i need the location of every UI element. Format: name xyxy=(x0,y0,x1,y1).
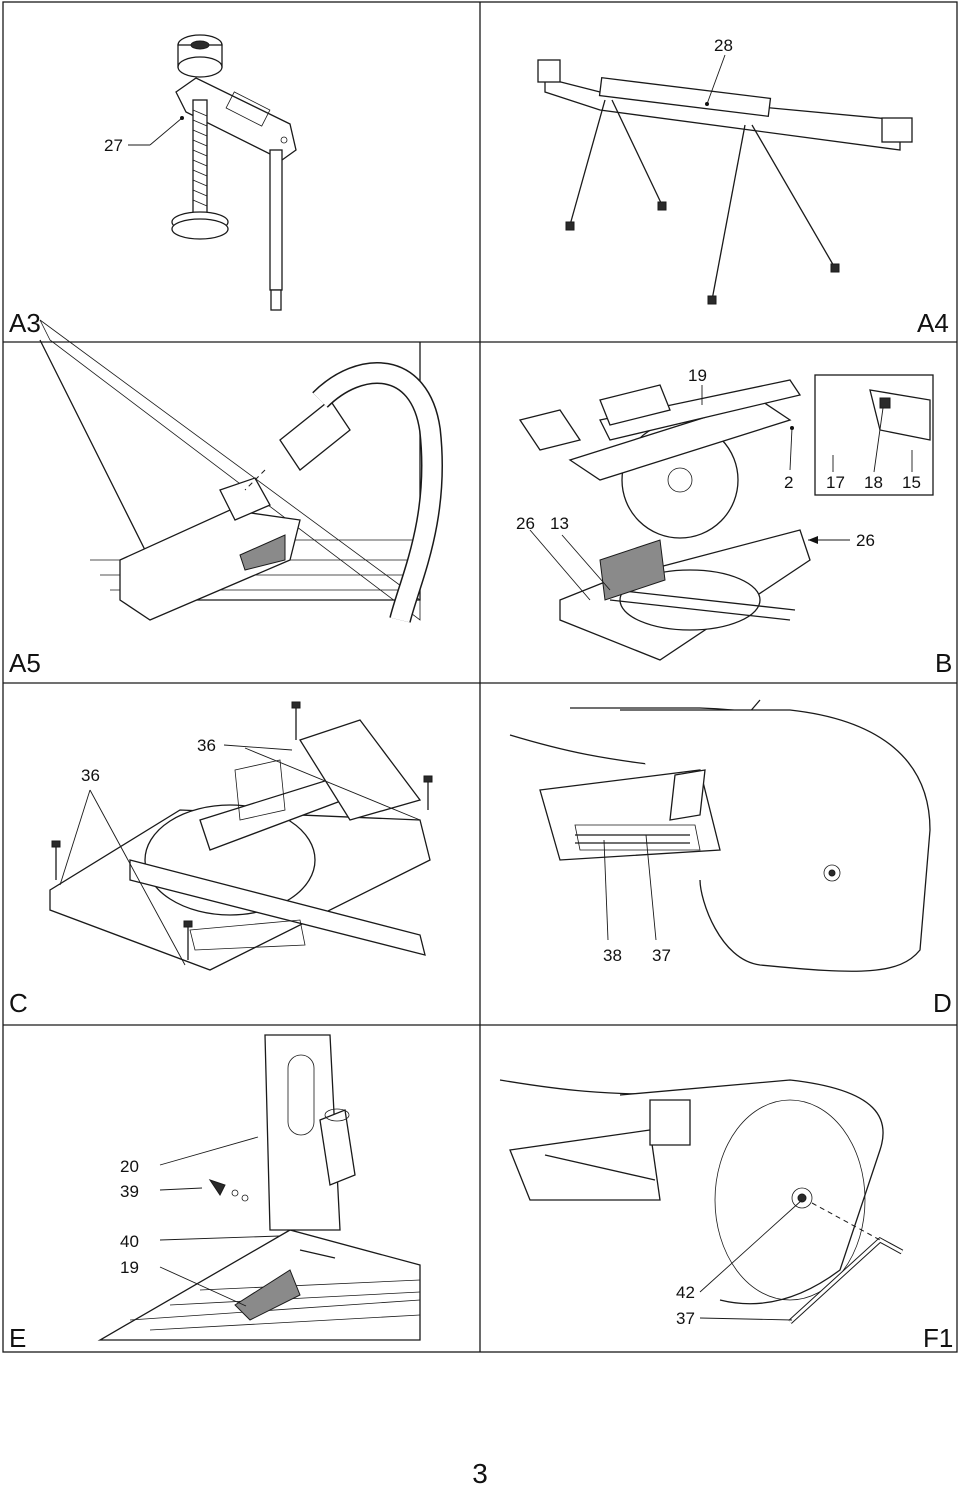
panel-label-f1: F1 xyxy=(923,1323,954,1353)
callout-18: 18 xyxy=(864,473,883,492)
page-number: 3 xyxy=(472,1458,488,1489)
callout-36-left: 36 xyxy=(81,766,100,785)
callout-36-top: 36 xyxy=(197,736,216,755)
callout-39: 39 xyxy=(120,1182,139,1201)
guard-assembly-drawing-e xyxy=(97,1034,421,1341)
callout-2: 2 xyxy=(784,473,794,492)
mitre-saw-drawing-b xyxy=(518,374,934,661)
callout-27: 27 xyxy=(104,136,123,155)
panel-label-c: C xyxy=(9,988,28,1018)
dust-hose-drawing xyxy=(39,319,444,623)
callout-28: 28 xyxy=(714,36,733,55)
callout-13: 13 xyxy=(550,514,569,533)
panel-label-e: E xyxy=(9,1323,27,1353)
panel-label-d: D xyxy=(933,988,952,1018)
panel-grid xyxy=(2,1,958,1353)
callout-15: 15 xyxy=(902,473,921,492)
callout-40: 40 xyxy=(120,1232,139,1251)
callout-38: 38 xyxy=(603,946,622,965)
saw-base-drawing-c xyxy=(49,701,433,971)
callout-26-right: 26 xyxy=(856,531,875,550)
callout-37-f1: 37 xyxy=(676,1309,695,1328)
hex-key-storage-drawing-d xyxy=(509,699,931,972)
panel-label-a3: A3 xyxy=(9,308,41,338)
callout-42: 42 xyxy=(676,1283,695,1302)
callout-19-e: 19 xyxy=(120,1258,139,1277)
callout-37-d: 37 xyxy=(652,946,671,965)
clamp-drawing xyxy=(128,34,297,311)
leg-stand-drawing xyxy=(537,54,913,305)
panel-label-a4: A4 xyxy=(917,308,949,338)
callout-26-left: 26 xyxy=(516,514,535,533)
callout-17: 17 xyxy=(826,473,845,492)
callout-19-b: 19 xyxy=(688,366,707,385)
panel-label-b: B xyxy=(935,648,953,678)
callout-20: 20 xyxy=(120,1157,139,1176)
blade-bolt-drawing-f1 xyxy=(499,1079,904,1324)
panel-label-a5: A5 xyxy=(9,648,41,678)
